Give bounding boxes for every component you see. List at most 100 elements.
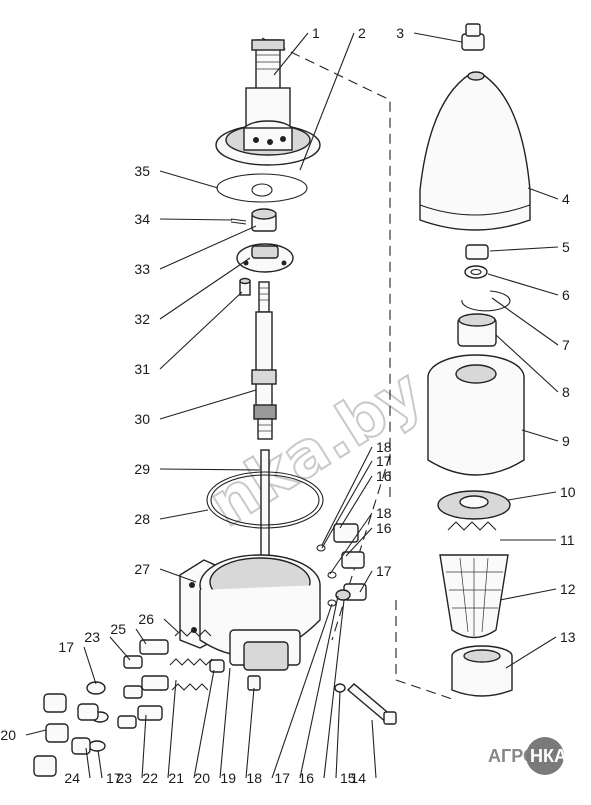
leader-line-9: [521, 429, 559, 442]
callout-label-26: 26: [138, 611, 154, 627]
callout-label-2: 2: [358, 25, 366, 41]
part-1-upper-shaft: [245, 39, 291, 129]
leader-line-8: [495, 334, 559, 393]
leader-line-30: [159, 389, 257, 420]
callout-label-16c: 16: [376, 520, 392, 536]
callout-label-9: 9: [562, 433, 570, 449]
part-3-fitting: [461, 23, 485, 51]
callout-label-18c: 18: [376, 505, 392, 521]
leader-line-16b: [339, 475, 373, 529]
part-15-washer: [334, 683, 346, 693]
callout-label-18a: 18: [246, 770, 262, 786]
leader-line-10: [507, 491, 557, 501]
leader-line-18a: [271, 603, 333, 779]
part-26-spring: [174, 629, 212, 637]
leader-line-7: [491, 297, 559, 346]
callout-label-16b: 16: [376, 468, 392, 484]
part-29-rod: [260, 449, 270, 566]
leader-line-34: [159, 218, 233, 221]
callout-label-23b: 23: [84, 629, 100, 645]
callout-label-20a: 20: [194, 770, 210, 786]
callout-label-34: 34: [134, 211, 150, 227]
callout-label-4: 4: [562, 191, 570, 207]
callout-label-31: 31: [134, 361, 150, 377]
agronka-logo: АГРО НКА: [488, 737, 567, 775]
callout-label-7: 7: [562, 337, 570, 353]
part-19-bolt: [247, 675, 261, 691]
callout-label-27: 27: [134, 561, 150, 577]
leader-line-6: [487, 273, 559, 296]
leader-line-17b: [97, 749, 103, 779]
part-35-o-ring: [216, 173, 308, 203]
leader-line-22: [167, 679, 177, 779]
part-27-housing: [179, 554, 321, 671]
leader-line-4: [527, 187, 559, 200]
part-10-gasket: [437, 490, 511, 520]
part-21-pin: [209, 659, 225, 673]
callout-label-6: 6: [562, 287, 570, 303]
callout-label-15: 15: [340, 770, 356, 786]
callout-label-1: 1: [312, 25, 320, 41]
callout-label-32: 32: [134, 311, 150, 327]
part-6-washer: [464, 265, 488, 279]
callout-label-23a: 23: [116, 770, 132, 786]
callout-label-17c: 17: [58, 639, 74, 655]
leader-line-21: [193, 669, 215, 779]
part-11-spring-clip: [447, 521, 497, 531]
part-16-18-fittings: [316, 523, 367, 607]
leader-line-23b: [109, 636, 131, 661]
leader-line-28: [159, 509, 209, 520]
callout-label-29: 29: [134, 461, 150, 477]
leader-line-3: [413, 32, 463, 43]
callout-label-30: 30: [134, 411, 150, 427]
part-7-retaining-ring: [461, 290, 511, 312]
callout-label-5: 5: [562, 239, 570, 255]
callout-label-17d: 17: [376, 453, 392, 469]
leader-line-1: [273, 32, 309, 76]
callout-label-17e: 17: [376, 563, 392, 579]
leader-line-13: [505, 636, 557, 669]
leader-line-32: [159, 257, 251, 320]
part-25-valve: [123, 639, 169, 669]
leader-line-17c: [83, 646, 97, 685]
leader-line-20a: [219, 667, 231, 779]
part-31-screw: [239, 277, 251, 296]
leader-line-25: [135, 628, 147, 645]
callout-label-8: 8: [562, 384, 570, 400]
callout-leaders: [25, 32, 559, 779]
leader-line-16c: [345, 527, 373, 557]
part-13-cap: [451, 645, 513, 697]
part-2-upper-flange: [215, 120, 321, 166]
callout-label-17a: 17: [274, 770, 290, 786]
part-22-spring: [169, 658, 213, 691]
callout-label-3: 3: [396, 25, 404, 41]
logo-text-right: НКА: [530, 746, 567, 766]
part-8-collar: [457, 313, 497, 347]
callout-label-25: 25: [110, 621, 126, 637]
callout-label-11: 11: [560, 532, 575, 548]
leader-line-5: [489, 246, 559, 252]
callout-label-22: 22: [142, 770, 158, 786]
leader-line-33: [159, 225, 257, 270]
leader-line-2: [299, 32, 355, 171]
assembly-guide-dashed: [261, 37, 456, 701]
callout-label-35: 35: [134, 163, 150, 179]
callout-label-17b: 17: [106, 770, 122, 786]
leader-line-17a: [299, 595, 339, 779]
leader-line-19: [245, 687, 255, 779]
part-5-nut: [465, 244, 489, 260]
leader-line-18c: [329, 512, 373, 575]
logo-circle-icon: [526, 737, 564, 775]
part-32-plate: [236, 243, 294, 273]
callout-label-28: 28: [134, 511, 150, 527]
callout-label-18b: 18: [376, 439, 392, 455]
part-20-plugs: [33, 693, 99, 777]
leader-line-26: [163, 618, 179, 633]
leader-line-29: [159, 468, 261, 471]
leader-line-15: [335, 691, 341, 779]
callout-label-16a: 16: [298, 770, 314, 786]
leader-line-12: [499, 588, 557, 601]
